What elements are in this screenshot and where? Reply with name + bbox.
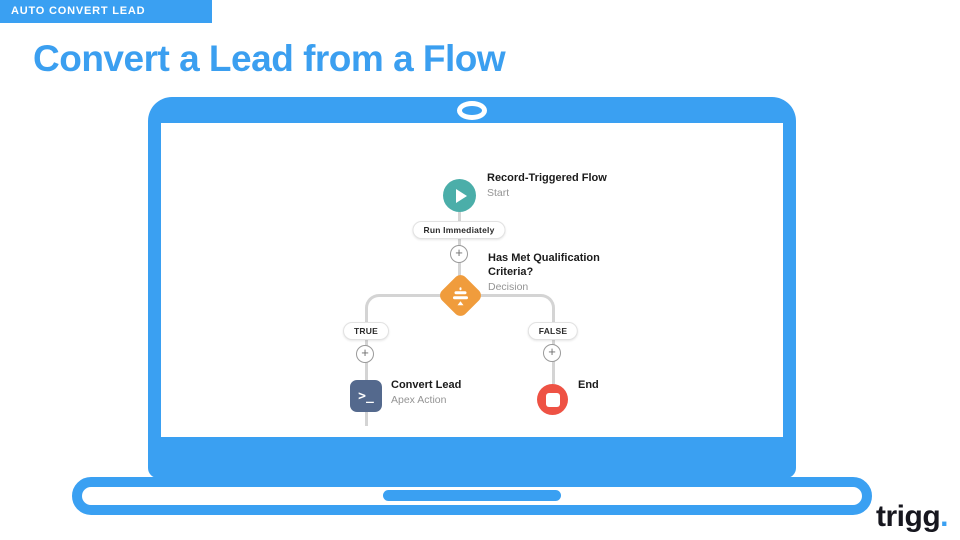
run-immediately-pill: Run Immediately xyxy=(412,221,506,239)
play-icon xyxy=(456,188,467,203)
apex-action-labels: Convert Lead Apex Action xyxy=(391,379,461,406)
laptop-base xyxy=(72,477,872,515)
decision-node-title: Has Met Qualification Criteria? xyxy=(488,252,600,278)
brand-dot: . xyxy=(940,500,948,533)
laptop-screen xyxy=(148,97,796,478)
true-branch-pill: TRUE xyxy=(343,322,389,340)
brand-logo: trigg. xyxy=(876,500,948,534)
kicker-badge: AUTO CONVERT LEAD xyxy=(0,0,212,23)
decision-node-labels: Has Met Qualification Criteria? Decision xyxy=(488,252,616,293)
brand-name: trigg xyxy=(876,500,941,533)
connector-elbow-true xyxy=(364,294,460,324)
decision-node[interactable] xyxy=(437,272,484,319)
decision-node-subtitle: Decision xyxy=(488,280,529,293)
start-node-subtitle: Start xyxy=(487,186,510,199)
add-element-button-top[interactable]: + xyxy=(450,245,468,263)
add-element-button-true[interactable]: + xyxy=(356,345,374,363)
add-element-button-false[interactable]: + xyxy=(543,344,561,362)
page-title: Convert a Lead from a Flow xyxy=(33,38,506,79)
webcam-icon xyxy=(457,101,487,120)
decision-icon xyxy=(453,286,468,305)
apex-action-subtitle: Apex Action xyxy=(391,393,447,406)
connector-elbow-false xyxy=(459,294,555,324)
apex-action-node[interactable]: >_ xyxy=(350,380,382,412)
false-branch-pill: FALSE xyxy=(527,322,579,340)
connector-below-action xyxy=(364,412,368,426)
terminal-icon: >_ xyxy=(358,388,374,404)
start-node[interactable] xyxy=(443,179,476,212)
start-node-title: Record-Triggered Flow xyxy=(487,172,607,184)
stop-icon xyxy=(545,392,560,407)
laptop-notch xyxy=(383,490,561,501)
connector-start-to-decision xyxy=(458,210,461,279)
end-node[interactable] xyxy=(537,384,568,415)
end-node-labels: End xyxy=(578,379,599,393)
laptop-screen-content xyxy=(161,123,783,437)
end-node-title: End xyxy=(578,379,599,391)
apex-action-title: Convert Lead xyxy=(391,379,462,391)
start-node-labels: Record-Triggered Flow Start xyxy=(487,172,607,199)
